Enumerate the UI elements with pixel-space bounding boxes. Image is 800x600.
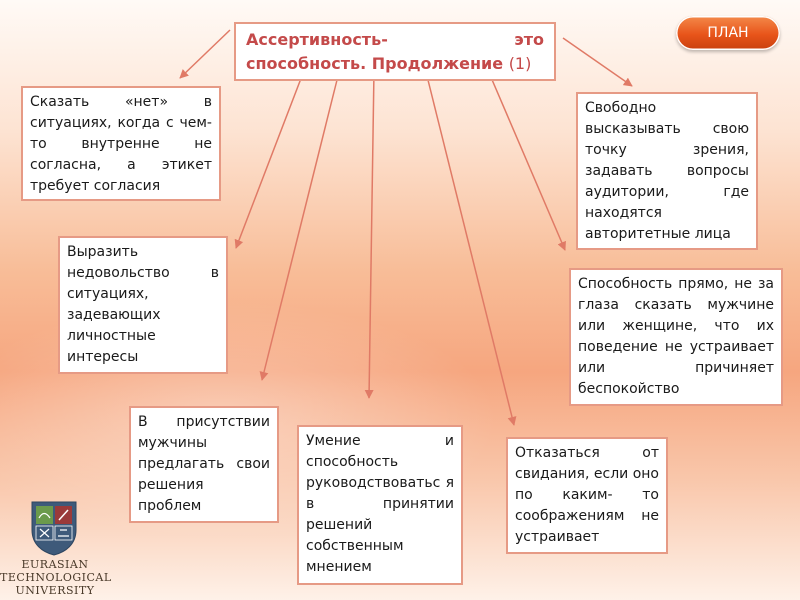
- box-own-opinion: Умение и способность руководствоватьс я …: [297, 425, 463, 585]
- university-logo: EURASIAN TECHNOLOGICAL UNIVERSITY: [0, 500, 112, 600]
- title-part-3: способность. Продолжение: [246, 54, 504, 73]
- logo-line-3: UNIVERSITY: [15, 584, 95, 597]
- arrow-to-express-freely: [562, 37, 633, 87]
- title-part-2: это: [514, 30, 544, 49]
- box-offer-solutions: В присутствии мужчины предлагать свои ре…: [129, 406, 279, 523]
- arrow-to-own-opinion: [364, 69, 375, 399]
- box-say-no: Сказать «нет» в ситуациях, когда с чем- …: [21, 86, 221, 201]
- box-express-freely: Свободно высказывать свою точку зрения, …: [576, 92, 758, 250]
- arrow-to-express-dissatisfaction: [234, 67, 306, 249]
- main-title: Ассертивность- это способность. Продолже…: [234, 22, 556, 81]
- logo-line-1: EURASIAN: [21, 558, 89, 571]
- plan-button[interactable]: ПЛАН: [676, 16, 780, 50]
- arrow-to-offer-solutions: [259, 67, 341, 381]
- arrow-to-refuse-date: [424, 67, 517, 426]
- box-speak-directly: Способность прямо, не за глаза сказать м…: [569, 268, 783, 406]
- box-express-dissatisfaction: Выразить недовольство в ситуациях, задев…: [58, 236, 228, 374]
- box-refuse-date: Отказаться от свидания, если оно по каки…: [506, 437, 668, 554]
- arrow-to-say-no: [179, 29, 231, 79]
- arrow-to-speak-directly: [486, 67, 566, 251]
- university-emblem-icon: [31, 501, 77, 556]
- logo-line-2: TECHNOLOGICAL: [0, 571, 112, 584]
- title-part-1: Ассертивность-: [246, 30, 388, 49]
- title-number: (1): [508, 54, 532, 73]
